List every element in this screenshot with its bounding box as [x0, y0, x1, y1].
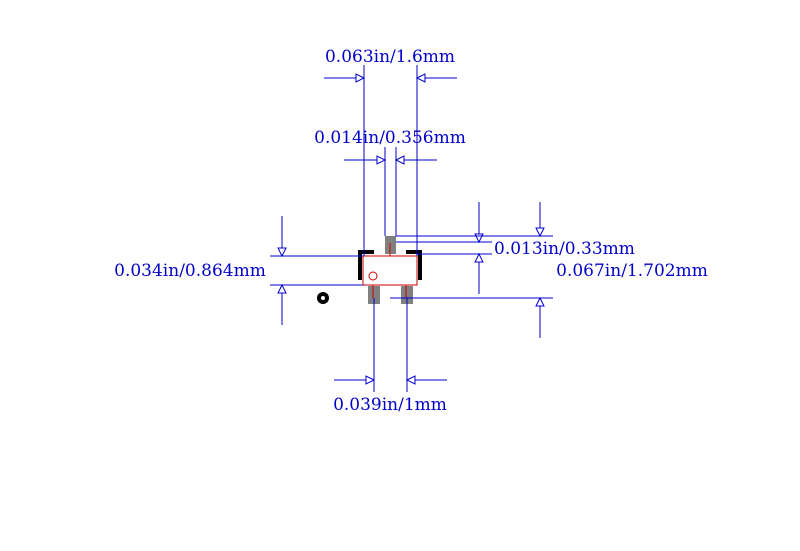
silkscreen-left — [358, 250, 374, 280]
body-outline — [362, 255, 418, 286]
overall-height-label: 0.067in/1.702mm — [556, 261, 708, 281]
dim-lead-pitch: 0.039in/1mm — [333, 298, 447, 415]
pad-bottom-right — [401, 286, 413, 304]
dim-overall-height: 0.067in/1.702mm — [390, 202, 708, 338]
dim-body-height: 0.034in/0.864mm — [114, 216, 363, 325]
package-width-label: 0.063in/1.6mm — [325, 47, 455, 67]
pad-bottom-left — [368, 286, 380, 304]
pad-gap-label: 0.013in/0.33mm — [494, 239, 635, 259]
dim-lead-width: 0.014in/0.356mm — [314, 128, 466, 236]
pin1-marker — [368, 271, 378, 281]
dim-package-width: 0.063in/1.6mm — [324, 47, 457, 256]
component — [317, 236, 422, 304]
lead-pitch-label: 0.039in/1mm — [333, 395, 447, 415]
lead-width-label: 0.014in/0.356mm — [314, 128, 466, 148]
silkscreen-right — [406, 250, 422, 280]
body-height-label: 0.034in/0.864mm — [114, 261, 266, 281]
pin1-dot-inner — [321, 296, 325, 300]
